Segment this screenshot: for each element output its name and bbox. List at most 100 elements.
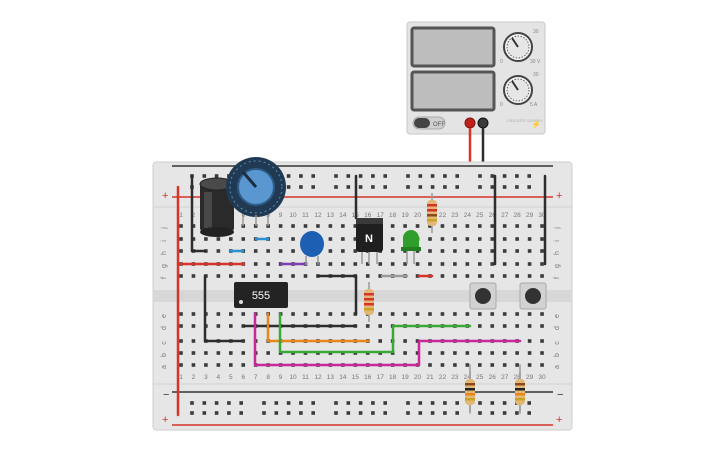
power-switch-label: OFF xyxy=(433,122,445,128)
column-label-bottom-17: 17 xyxy=(377,374,385,381)
column-label-bottom-5: 5 xyxy=(229,374,233,381)
pushbutton-1[interactable] xyxy=(469,282,497,310)
power-switch[interactable] xyxy=(412,116,446,130)
positive-terminal[interactable] xyxy=(464,117,476,129)
rail-plus-label-right-bottom: + xyxy=(556,414,562,426)
column-label-bottom-3: 3 xyxy=(204,374,208,381)
rail-plus-label-right-top: + xyxy=(556,190,562,202)
column-label-bottom-11: 11 xyxy=(302,374,309,381)
current-knob-unit: 5 A xyxy=(530,102,538,108)
column-label-top-29: 29 xyxy=(526,212,534,219)
column-label-bottom-14: 14 xyxy=(339,374,347,381)
column-label-top-17: 17 xyxy=(377,212,385,219)
column-label-top-24: 24 xyxy=(464,212,472,219)
column-label-top-22: 22 xyxy=(439,212,447,219)
column-label-bottom-9: 9 xyxy=(279,374,283,381)
column-label-bottom-6: 6 xyxy=(241,374,245,381)
resistor-bottom-2[interactable] xyxy=(515,372,525,412)
row-label-left-i: i xyxy=(161,240,168,242)
column-label-bottom-24: 24 xyxy=(464,374,472,381)
timer-ic-555[interactable]: 555 xyxy=(234,282,288,308)
column-label-top-20: 20 xyxy=(414,212,422,219)
voltage-knob-max: 30 xyxy=(533,29,539,35)
column-label-top-25: 25 xyxy=(476,212,484,219)
rail-plus-label-left-top: + xyxy=(162,190,168,202)
column-label-top-14: 14 xyxy=(339,212,347,219)
green-led[interactable] xyxy=(401,230,421,264)
center-channel xyxy=(153,290,572,302)
rail-plus-label-left-bottom: + xyxy=(162,414,168,426)
pushbutton-2[interactable] xyxy=(519,282,547,310)
negative-terminal[interactable] xyxy=(477,117,489,129)
wire-black-ic-pin[interactable] xyxy=(316,274,358,316)
current-knob[interactable] xyxy=(503,75,533,105)
wire-orange[interactable] xyxy=(266,312,370,343)
row-label-right-i: i xyxy=(554,240,561,242)
column-label-bottom-4: 4 xyxy=(217,374,221,381)
row-label-left-h: h xyxy=(161,251,168,255)
column-label-bottom-30: 30 xyxy=(538,374,546,381)
voltage-knob[interactable] xyxy=(503,32,533,62)
row-label-right-f: f xyxy=(554,277,561,279)
wire-black-ground-1[interactable] xyxy=(190,174,207,253)
current-knob-min: 0 xyxy=(500,102,503,108)
ic-label: 555 xyxy=(252,290,270,302)
row-label-left-c: c xyxy=(161,341,168,345)
column-label-bottom-7: 7 xyxy=(254,374,258,381)
current-display xyxy=(410,70,496,112)
row-label-left-b: b xyxy=(161,353,168,357)
column-label-bottom-12: 12 xyxy=(314,374,322,381)
column-label-top-27: 27 xyxy=(501,212,509,219)
power-supply[interactable]: 30 0 30 V 30 0 5 A OFF CIRCUITS SUPPLY ⚡ xyxy=(406,21,546,135)
row-label-left-f: f xyxy=(161,277,168,279)
row-label-right-b: b xyxy=(554,353,561,357)
column-label-bottom-27: 27 xyxy=(501,374,509,381)
column-label-top-1: 1 xyxy=(179,212,183,219)
column-label-bottom-1: 1 xyxy=(179,374,183,381)
ceramic-capacitor[interactable] xyxy=(300,231,324,265)
resistor-top[interactable] xyxy=(427,193,437,233)
column-label-top-11: 11 xyxy=(302,212,309,219)
row-label-right-g: g xyxy=(554,264,561,268)
column-label-bottom-22: 22 xyxy=(439,374,447,381)
column-label-top-10: 10 xyxy=(289,212,297,219)
npn-transistor[interactable]: N xyxy=(356,218,383,264)
column-label-top-30: 30 xyxy=(538,212,546,219)
voltage-display xyxy=(410,26,496,68)
supply-brand: CIRCUITS SUPPLY xyxy=(507,118,543,123)
row-label-right-e: e xyxy=(554,314,561,318)
row-label-left-g: g xyxy=(161,264,168,268)
resistor-bottom-1[interactable] xyxy=(465,372,475,412)
resistor-middle[interactable] xyxy=(364,282,374,322)
row-label-right-h: h xyxy=(554,251,561,255)
column-label-bottom-21: 21 xyxy=(426,374,434,381)
potentiometer[interactable] xyxy=(226,157,286,217)
wire-green[interactable] xyxy=(278,312,472,354)
column-label-bottom-28: 28 xyxy=(514,374,522,381)
breadboard: jjiihhggffeeddccbbaa11223344556677889910… xyxy=(152,161,573,431)
column-label-bottom-29: 29 xyxy=(526,374,534,381)
transistor-label: N xyxy=(365,233,373,245)
row-label-right-c: c xyxy=(554,341,561,345)
row-label-left-d: d xyxy=(161,326,168,330)
column-label-top-13: 13 xyxy=(327,212,335,219)
column-label-bottom-25: 25 xyxy=(476,374,484,381)
column-label-bottom-26: 26 xyxy=(489,374,497,381)
column-label-bottom-2: 2 xyxy=(192,374,196,381)
column-label-bottom-19: 19 xyxy=(401,374,409,381)
row-label-right-a: a xyxy=(554,365,561,369)
current-knob-max: 30 xyxy=(533,72,539,78)
rail-minus-label-right-bottom: − xyxy=(557,389,563,401)
voltage-knob-min: 0 xyxy=(500,59,503,65)
column-label-top-12: 12 xyxy=(314,212,322,219)
row-label-right-j: j xyxy=(554,227,561,230)
wire-magenta[interactable] xyxy=(253,312,522,367)
wire-black-ground-2[interactable] xyxy=(203,274,243,343)
column-label-bottom-23: 23 xyxy=(451,374,459,381)
column-label-top-9: 9 xyxy=(279,212,283,219)
row-label-right-d: d xyxy=(554,326,561,330)
column-label-top-18: 18 xyxy=(389,212,397,219)
column-label-top-23: 23 xyxy=(451,212,459,219)
column-label-bottom-10: 10 xyxy=(289,374,297,381)
